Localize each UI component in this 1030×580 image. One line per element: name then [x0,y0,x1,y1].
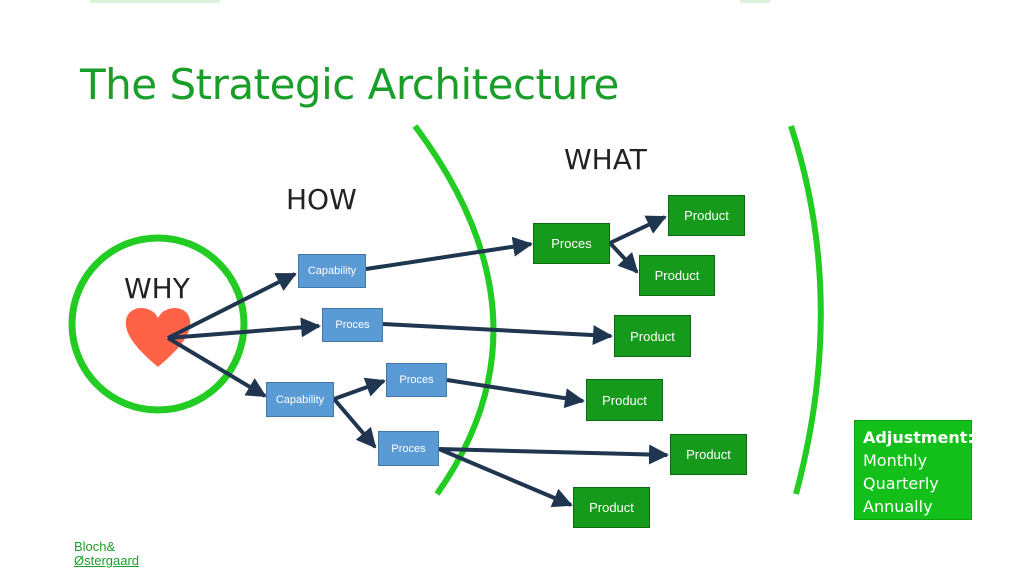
company-logo: Bloch& Østergaard [74,540,139,568]
arrow-capability2-proces4 [332,397,377,449]
arrow-why-capability1 [167,272,297,340]
logo-line-1: Bloch& [74,539,116,554]
logo-line-2: Østergaard [74,553,140,568]
why-label: WHY [124,272,190,305]
adjustment-item: Annually [863,497,933,516]
arrow-why-proces2 [167,317,321,340]
arrow-proces3-product4 [446,378,585,409]
product-node: Product [573,487,650,528]
what-label: WHAT [564,143,647,176]
how-label: HOW [286,183,357,216]
arrow-proces1-product1 [609,215,667,245]
arrow-why-capability2 [166,336,267,398]
proces-node: Proces [386,363,447,397]
capability-node: Capability [298,254,366,288]
proces-node: Proces [533,223,610,264]
proces-node: Proces [322,308,383,342]
proces-node: Proces [378,431,439,466]
capability-node: Capability [266,382,334,417]
arrow-capability1-proces1 [365,236,533,271]
why-circle [68,234,248,414]
top-decoration [740,0,770,3]
top-decoration [90,0,220,3]
product-node: Product [639,255,715,296]
arrow-capability2-proces3 [333,377,386,401]
arrows [166,215,669,508]
product-node: Product [670,434,747,475]
adjustment-item: Quarterly [863,474,939,493]
arrow-proces4-product5 [438,444,669,465]
what-boundary [788,125,824,495]
how-what-boundary [412,124,497,496]
product-node: Product [614,315,691,357]
product-node: Product [668,195,745,236]
arrow-proces4-product6 [438,447,573,508]
adjustment-item: Monthly [863,451,928,470]
arrow-proces1-product2 [608,241,639,274]
adjustment-box: Adjustment: Monthly Quarterly Annually [854,420,974,520]
adjustment-heading: Adjustment: [863,428,974,447]
product-node: Product [586,379,663,421]
slide-title: The Strategic Architecture [80,60,619,109]
heart-icon [125,308,191,367]
arrow-proces2-product3 [382,322,613,346]
